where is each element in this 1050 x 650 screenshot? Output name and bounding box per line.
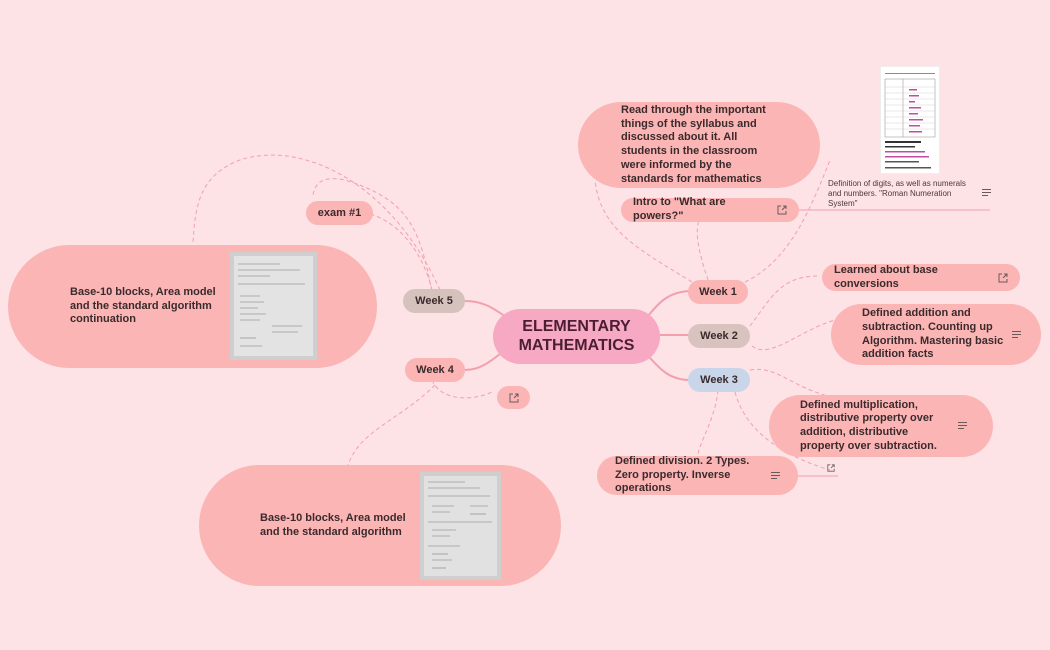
week3-node[interactable]: Week 3 — [688, 368, 750, 392]
week1-syllabus-topic[interactable]: Read through the important things of the… — [578, 102, 820, 188]
external-link-icon[interactable] — [826, 463, 836, 473]
week5-node[interactable]: Week 5 — [403, 289, 465, 313]
week1-node[interactable]: Week 1 — [688, 280, 748, 304]
week4-notes-photo[interactable] — [420, 472, 501, 580]
week1-syllabus-text: Read through the important things of the… — [621, 103, 766, 185]
week3-division-topic[interactable]: Defined division. 2 Types. Zero property… — [597, 454, 798, 495]
week5-blocks-topic[interactable]: Base-10 blocks, Area model and the stand… — [8, 245, 377, 368]
week5-label: Week 5 — [415, 295, 453, 307]
week2-addition-topic[interactable]: Defined addition and subtraction. Counti… — [831, 304, 1041, 365]
external-link-icon[interactable] — [777, 205, 787, 215]
week1-powers-topic[interactable]: Intro to "What are powers?" — [621, 196, 799, 222]
week3-division-text: Defined division. 2 Types. Zero property… — [615, 454, 750, 495]
note-icon[interactable] — [1012, 330, 1021, 339]
week3-multiplication-topic[interactable]: Defined multiplication, distributive pro… — [769, 395, 993, 457]
week5-blocks-text: Base-10 blocks, Area model and the stand… — [70, 285, 216, 326]
week4-link-node[interactable] — [497, 386, 530, 409]
note-icon[interactable] — [958, 422, 967, 430]
external-link-icon[interactable] — [509, 393, 519, 403]
week2-label: Week 2 — [700, 330, 738, 342]
week4-blocks-text: Base-10 blocks, Area model and the stand… — [260, 511, 406, 538]
week5-exam-topic[interactable]: exam #1 — [306, 201, 373, 225]
central-topic-line1: ELEMENTARY — [522, 318, 631, 336]
week2-addition-text: Defined addition and subtraction. Counti… — [862, 307, 1004, 361]
central-topic-line2: MATHEMATICS — [518, 336, 635, 354]
week5-notes-photo[interactable] — [230, 252, 317, 360]
week5-exam-text: exam #1 — [317, 207, 362, 219]
note-icon[interactable] — [982, 189, 991, 197]
week1-digits-text: Definition of digits, as well as numeral… — [828, 179, 966, 208]
week4-blocks-topic[interactable]: Base-10 blocks, Area model and the stand… — [199, 465, 561, 586]
week2-base-text: Learned about base conversions — [834, 263, 938, 290]
week2-node[interactable]: Week 2 — [688, 324, 750, 348]
week1-powers-text: Intro to "What are powers?" — [633, 196, 726, 222]
central-topic[interactable]: ELEMENTARY MATHEMATICS — [493, 309, 660, 364]
week1-label: Week 1 — [699, 286, 737, 298]
week4-node[interactable]: Week 4 — [405, 358, 465, 382]
week3-label: Week 3 — [700, 374, 738, 386]
external-link-icon[interactable] — [998, 273, 1008, 283]
roman-numeration-image[interactable] — [880, 66, 940, 174]
note-icon[interactable] — [771, 471, 780, 480]
week4-label: Week 4 — [416, 364, 454, 376]
week1-digits-note[interactable]: Definition of digits, as well as numeral… — [828, 179, 993, 211]
week3-multiplication-text: Defined multiplication, distributive pro… — [800, 398, 937, 452]
week2-base-conversions-topic[interactable]: Learned about base conversions — [822, 264, 1020, 291]
